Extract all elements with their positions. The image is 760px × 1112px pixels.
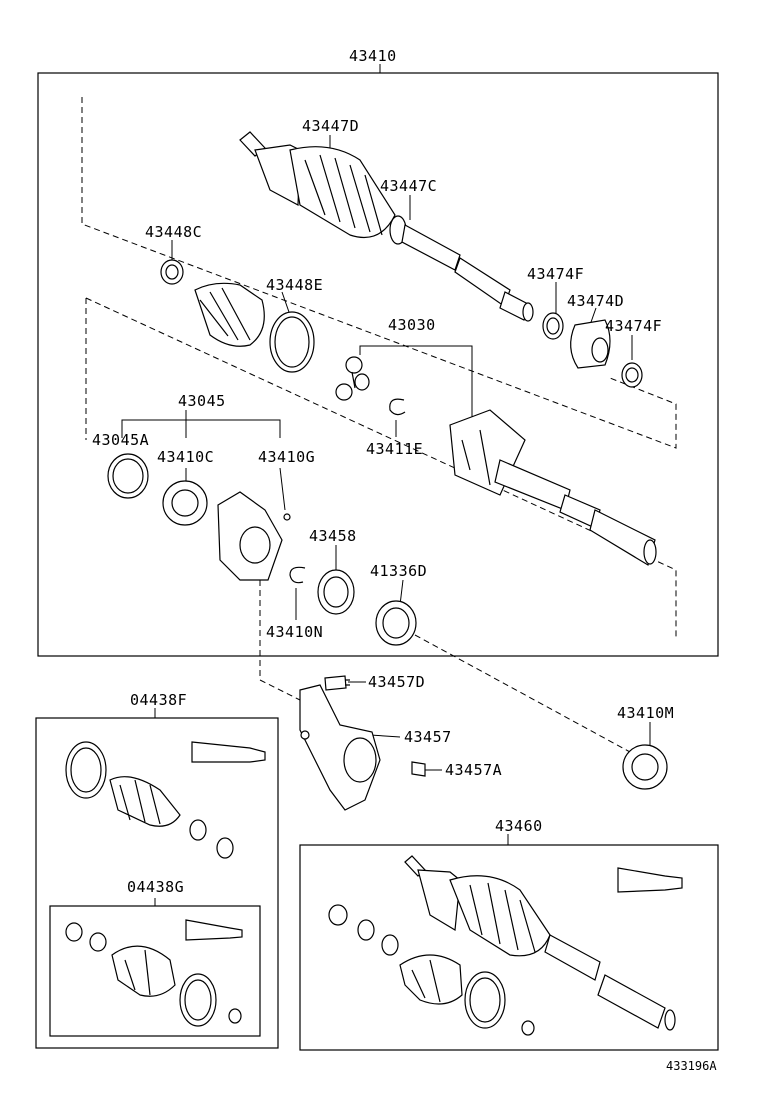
label-43460: 43460: [495, 817, 543, 835]
inner-joint-shaft: [449, 409, 657, 566]
bracket-43457: [299, 684, 381, 811]
label-43030: 43030: [388, 316, 436, 334]
label-43447C: 43447C: [380, 177, 437, 195]
clamp-43448C: [160, 259, 184, 285]
label-43474D: 43474D: [567, 292, 624, 310]
bolt-43457D: [324, 675, 350, 691]
label-04438F: 04438F: [130, 691, 187, 709]
tripod-43030: [335, 356, 370, 401]
label-43410: 43410: [349, 47, 397, 65]
main-assembly-box: [37, 72, 719, 657]
lower-dashed-region: [85, 297, 677, 640]
boot-43448E: [194, 282, 315, 373]
clamp-43474F-a: [542, 312, 564, 340]
bolt-43457A: [411, 761, 426, 777]
bearing-43410C: [162, 480, 208, 526]
label-43410C: 43410C: [157, 448, 214, 466]
outer-shaft-assembly: [239, 131, 534, 322]
bracket-leader-dash: [259, 580, 301, 701]
label-43045A: 43045A: [92, 431, 149, 449]
kit-04438F-parts: [65, 741, 266, 859]
snap-ring-43410N: [289, 566, 306, 584]
snap-ring-43045A: [107, 453, 149, 499]
kit-04438G-parts: [65, 919, 243, 1027]
label-43457D: 43457D: [368, 673, 425, 691]
damper-43474D: [570, 319, 611, 369]
seal-43458: [317, 569, 355, 615]
label-43410M: 43410M: [617, 704, 674, 722]
label-43458: 43458: [309, 527, 357, 545]
kit-04438F-box: [35, 717, 279, 1049]
label-43448E: 43448E: [266, 276, 323, 294]
upper-dashed-region: [81, 97, 677, 449]
label-04438G: 04438G: [127, 878, 184, 896]
assembly-43460-box: [299, 844, 719, 1051]
label-43457: 43457: [404, 728, 452, 746]
label-43045: 43045: [178, 392, 226, 410]
bearing-43410M: [622, 744, 668, 790]
seal-41336D: [375, 600, 417, 646]
label-43474F-a: 43474F: [527, 265, 584, 283]
label-43457A: 43457A: [445, 761, 502, 779]
label-43447D: 43447D: [302, 117, 359, 135]
label-41336D: 41336D: [370, 562, 427, 580]
label-43410G: 43410G: [258, 448, 315, 466]
label-43474F-b: 43474F: [605, 317, 662, 335]
snap-ring-43411E: [389, 398, 406, 416]
bearing-housing-43410G: [217, 491, 291, 581]
clamp-43474F-b: [621, 362, 643, 388]
label-43448C: 43448C: [145, 223, 202, 241]
diagram-caption: 433196A: [666, 1059, 717, 1073]
assembly-43460-parts: [328, 855, 683, 1036]
bearing-leader-dash: [414, 634, 631, 753]
label-43411E: 43411E: [366, 440, 423, 458]
label-43410N: 43410N: [266, 623, 323, 641]
